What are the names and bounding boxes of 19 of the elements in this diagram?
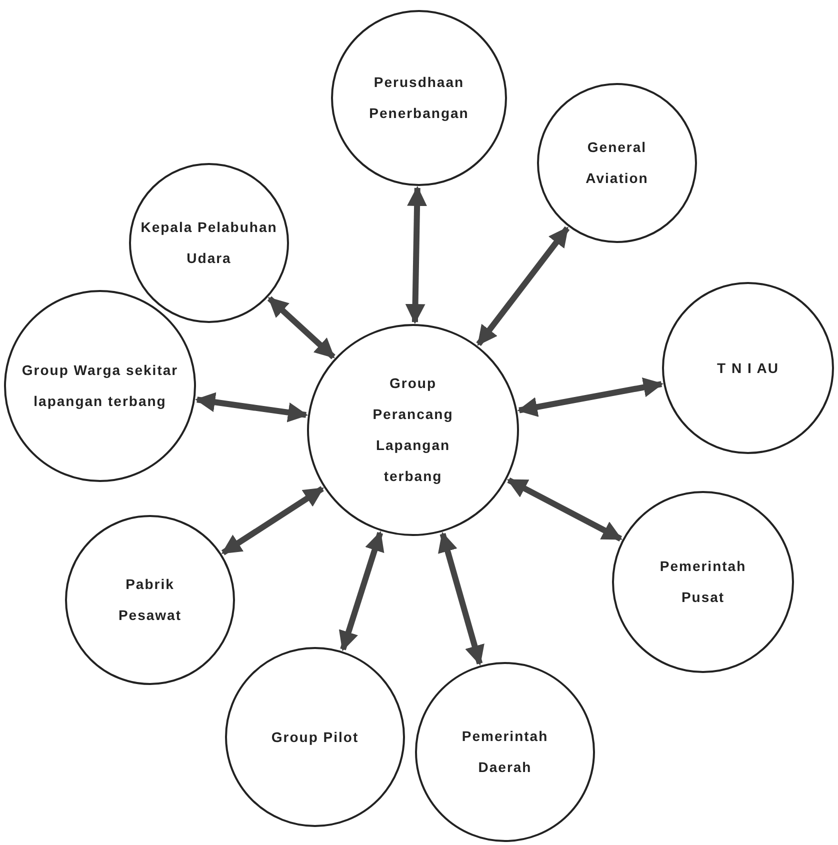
double-arrow <box>517 377 664 417</box>
double-arrow <box>338 530 384 652</box>
node-label: General Aviation <box>584 138 650 188</box>
double-arrow <box>267 296 336 360</box>
double-arrow <box>195 392 308 422</box>
double-arrow <box>438 532 484 666</box>
node-label: Group Perancang Lapangan terbang <box>372 374 454 486</box>
double-arrow <box>476 226 570 346</box>
node-label: Pabrik Pesawat <box>117 575 183 625</box>
double-arrow <box>221 486 324 556</box>
node-label: Kepala Pelabuhan Udara <box>140 218 278 268</box>
double-arrow <box>506 477 622 542</box>
node-label: Group Warga sekitar lapangan terbang <box>20 361 180 411</box>
node-label: Pemerintah Pusat <box>658 557 748 607</box>
double-arrow <box>405 186 428 324</box>
node-label: T N I AU <box>716 358 780 378</box>
node-label: Pemerintah Daerah <box>460 727 550 777</box>
node-label: Perusdhaan Penerbangan <box>368 73 470 123</box>
node-label: Group Pilot <box>270 728 360 747</box>
